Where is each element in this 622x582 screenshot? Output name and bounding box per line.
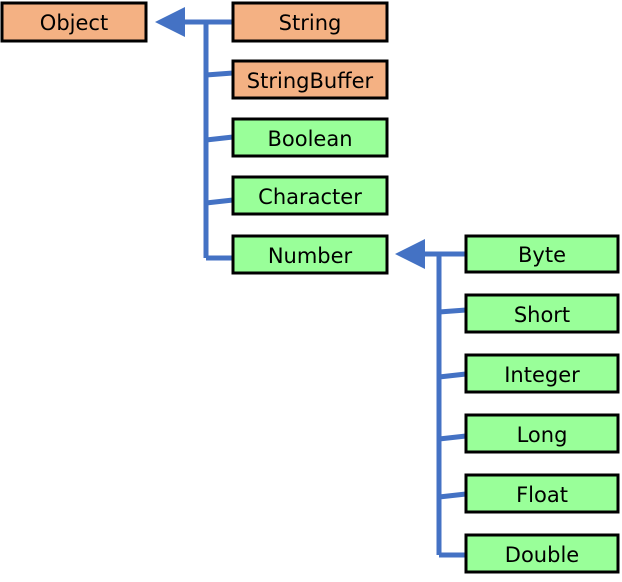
number-connectors xyxy=(395,239,467,558)
node-object-label: Object xyxy=(40,11,108,35)
connector-float xyxy=(438,491,467,500)
node-string-box xyxy=(231,1,389,43)
node-short: Short xyxy=(464,293,620,334)
node-float-label: Float xyxy=(516,483,568,507)
node-stringbuffer-box xyxy=(231,59,389,100)
node-number-label: Number xyxy=(268,244,353,268)
node-object-box xyxy=(0,1,148,43)
connector-short xyxy=(438,307,467,315)
node-byte-label: Byte xyxy=(518,243,566,267)
connector-long xyxy=(438,433,467,442)
node-boolean: Boolean xyxy=(231,117,389,158)
connector-character xyxy=(205,197,234,206)
node-float-box xyxy=(464,473,620,514)
node-string-label: String xyxy=(279,11,342,35)
node-integer: Integer xyxy=(464,353,620,394)
node-stringbuffer-label: StringBuffer xyxy=(247,69,374,93)
node-integer-label: Integer xyxy=(504,363,580,387)
node-stringbuffer: StringBuffer xyxy=(231,59,389,100)
node-short-box xyxy=(464,293,620,334)
node-character: Character xyxy=(231,175,389,216)
node-character-box xyxy=(231,175,389,216)
node-float: Float xyxy=(464,473,620,514)
connector-boolean xyxy=(205,134,234,143)
node-integer-box xyxy=(464,353,620,394)
node-number-box xyxy=(231,234,389,275)
object-connectors xyxy=(155,7,234,261)
node-short-label: Short xyxy=(514,303,570,327)
node-long-label: Long xyxy=(517,423,568,447)
node-byte-box xyxy=(464,234,620,274)
node-character-label: Character xyxy=(258,185,362,209)
node-long: Long xyxy=(464,413,620,454)
node-object: Object xyxy=(0,1,148,43)
node-double-label: Double xyxy=(505,543,579,567)
node-number: Number xyxy=(231,234,389,275)
connector-integer xyxy=(438,371,467,380)
node-byte: Byte xyxy=(464,234,620,274)
node-double: Double xyxy=(464,533,620,574)
node-string: String xyxy=(231,1,389,43)
node-double-box xyxy=(464,533,620,574)
node-boolean-box xyxy=(231,117,389,158)
node-boolean-label: Boolean xyxy=(267,127,352,151)
connector-stringbuffer xyxy=(205,70,234,78)
node-long-box xyxy=(464,413,620,454)
